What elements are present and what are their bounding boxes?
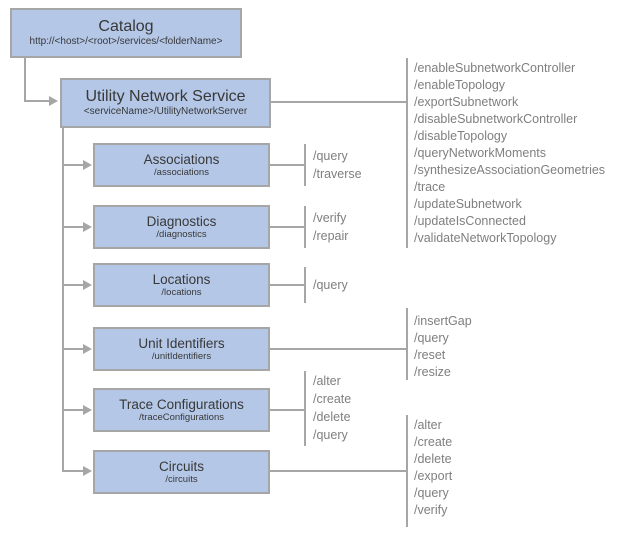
operation-label: /verify <box>414 503 448 517</box>
connector-line <box>406 415 408 527</box>
uns-operations: /enableSubnetworkController /enableTopol… <box>414 60 605 247</box>
operation-label: /verify <box>313 211 347 225</box>
connector-line <box>62 409 84 411</box>
connector-line <box>24 58 26 101</box>
node-subtitle: /circuits <box>165 473 198 485</box>
operation-label: /alter <box>313 374 341 388</box>
connector-line <box>62 470 84 472</box>
connector-line <box>270 409 305 411</box>
operation-label: /updateIsConnected <box>414 214 526 228</box>
operation-label: /disableTopology <box>414 129 508 143</box>
operation-label: /enableSubnetworkController <box>414 61 576 75</box>
operation-label: /query <box>313 278 348 292</box>
operation-label: /queryNetworkMoments <box>414 146 546 160</box>
node-locations: Locations /locations <box>93 263 270 307</box>
node-trace-configurations: Trace Configurations /traceConfiguration… <box>93 388 270 432</box>
node-title: Utility Network Service <box>85 87 246 105</box>
operation-label: /trace <box>414 180 446 194</box>
arrowhead-icon <box>83 466 92 476</box>
connector-line <box>271 101 407 103</box>
node-subtitle: /associations <box>154 166 209 178</box>
circuits-operations: /alter /create /delete /export /query /v… <box>414 417 452 519</box>
operation-label: /validateNetworkTopology <box>414 231 557 245</box>
node-associations: Associations /associations <box>93 143 270 187</box>
operation-label: /repair <box>313 229 349 243</box>
arrowhead-icon <box>49 96 58 106</box>
node-subtitle: /unitIdentifiers <box>151 350 212 362</box>
connector-line <box>62 284 84 286</box>
operation-label: /query <box>414 486 449 500</box>
connector-line <box>270 470 407 472</box>
arrowhead-icon <box>83 405 92 415</box>
operation-label: /create <box>414 435 453 449</box>
connector-line <box>270 348 407 350</box>
connector-line <box>62 348 84 350</box>
node-title: Locations <box>152 271 211 287</box>
arrowhead-icon <box>83 222 92 232</box>
connector-line <box>304 206 306 248</box>
operation-label: /updateSubnetwork <box>414 197 522 211</box>
operation-label: /create <box>313 392 352 406</box>
operation-label: /delete <box>313 410 351 424</box>
operation-label: /insertGap <box>414 314 472 328</box>
connector-line <box>62 164 84 166</box>
operation-label: /query <box>313 428 348 442</box>
connector-line <box>270 226 305 228</box>
operation-label: /query <box>414 331 449 345</box>
node-unit-identifiers: Unit Identifiers /unitIdentifiers <box>93 327 270 371</box>
operation-label: /alter <box>414 418 442 432</box>
trace-configurations-operations: /alter /create /delete /query <box>313 372 351 444</box>
node-catalog: Catalog http://<host>/<root>/services/<f… <box>10 8 242 58</box>
diagnostics-operations: /verify /repair <box>313 209 348 245</box>
connector-line <box>304 144 306 186</box>
operation-label: /resize <box>414 365 451 379</box>
connector-line <box>304 371 306 446</box>
node-subtitle: <serviceName>/UtilityNetworkServer <box>83 105 248 117</box>
arrowhead-icon <box>83 344 92 354</box>
node-title: Circuits <box>158 458 204 474</box>
connector-line <box>304 267 306 303</box>
node-subtitle: /diagnostics <box>156 228 207 240</box>
connector-line <box>62 128 64 472</box>
unit-identifiers-operations: /insertGap /query /reset /resize <box>414 313 472 381</box>
node-subtitle: http://<host>/<root>/services/<folderNam… <box>29 35 223 47</box>
operation-label: /traverse <box>313 167 362 181</box>
connector-line <box>270 164 305 166</box>
node-title: Associations <box>143 151 220 167</box>
operation-label: /export <box>414 469 453 483</box>
connector-line <box>270 284 305 286</box>
connector-line <box>406 58 408 248</box>
operation-label: /disableSubnetworkController <box>414 112 578 126</box>
node-circuits: Circuits /circuits <box>93 450 270 494</box>
node-title: Unit Identifiers <box>138 335 225 351</box>
operation-label: /synthesizeAssociationGeometries <box>414 163 606 177</box>
node-subtitle: /traceConfigurations <box>138 411 225 423</box>
operation-label: /exportSubnetwork <box>414 95 519 109</box>
node-utility-network-service: Utility Network Service <serviceName>/Ut… <box>60 78 271 128</box>
connector-line <box>62 226 84 228</box>
associations-operations: /query /traverse <box>313 147 362 183</box>
operation-label: /delete <box>414 452 452 466</box>
operation-label: /reset <box>414 348 446 362</box>
node-diagnostics: Diagnostics /diagnostics <box>93 205 270 249</box>
arrowhead-icon <box>83 280 92 290</box>
arrowhead-icon <box>83 160 92 170</box>
connector-line <box>406 308 408 380</box>
operation-label: /query <box>313 149 348 163</box>
node-title: Catalog <box>98 17 154 35</box>
connector-line <box>24 100 50 102</box>
node-subtitle: /locations <box>161 286 202 298</box>
locations-operations: /query <box>313 276 348 294</box>
node-title: Trace Configurations <box>119 396 244 412</box>
node-title: Diagnostics <box>146 213 217 229</box>
operation-label: /enableTopology <box>414 78 506 92</box>
